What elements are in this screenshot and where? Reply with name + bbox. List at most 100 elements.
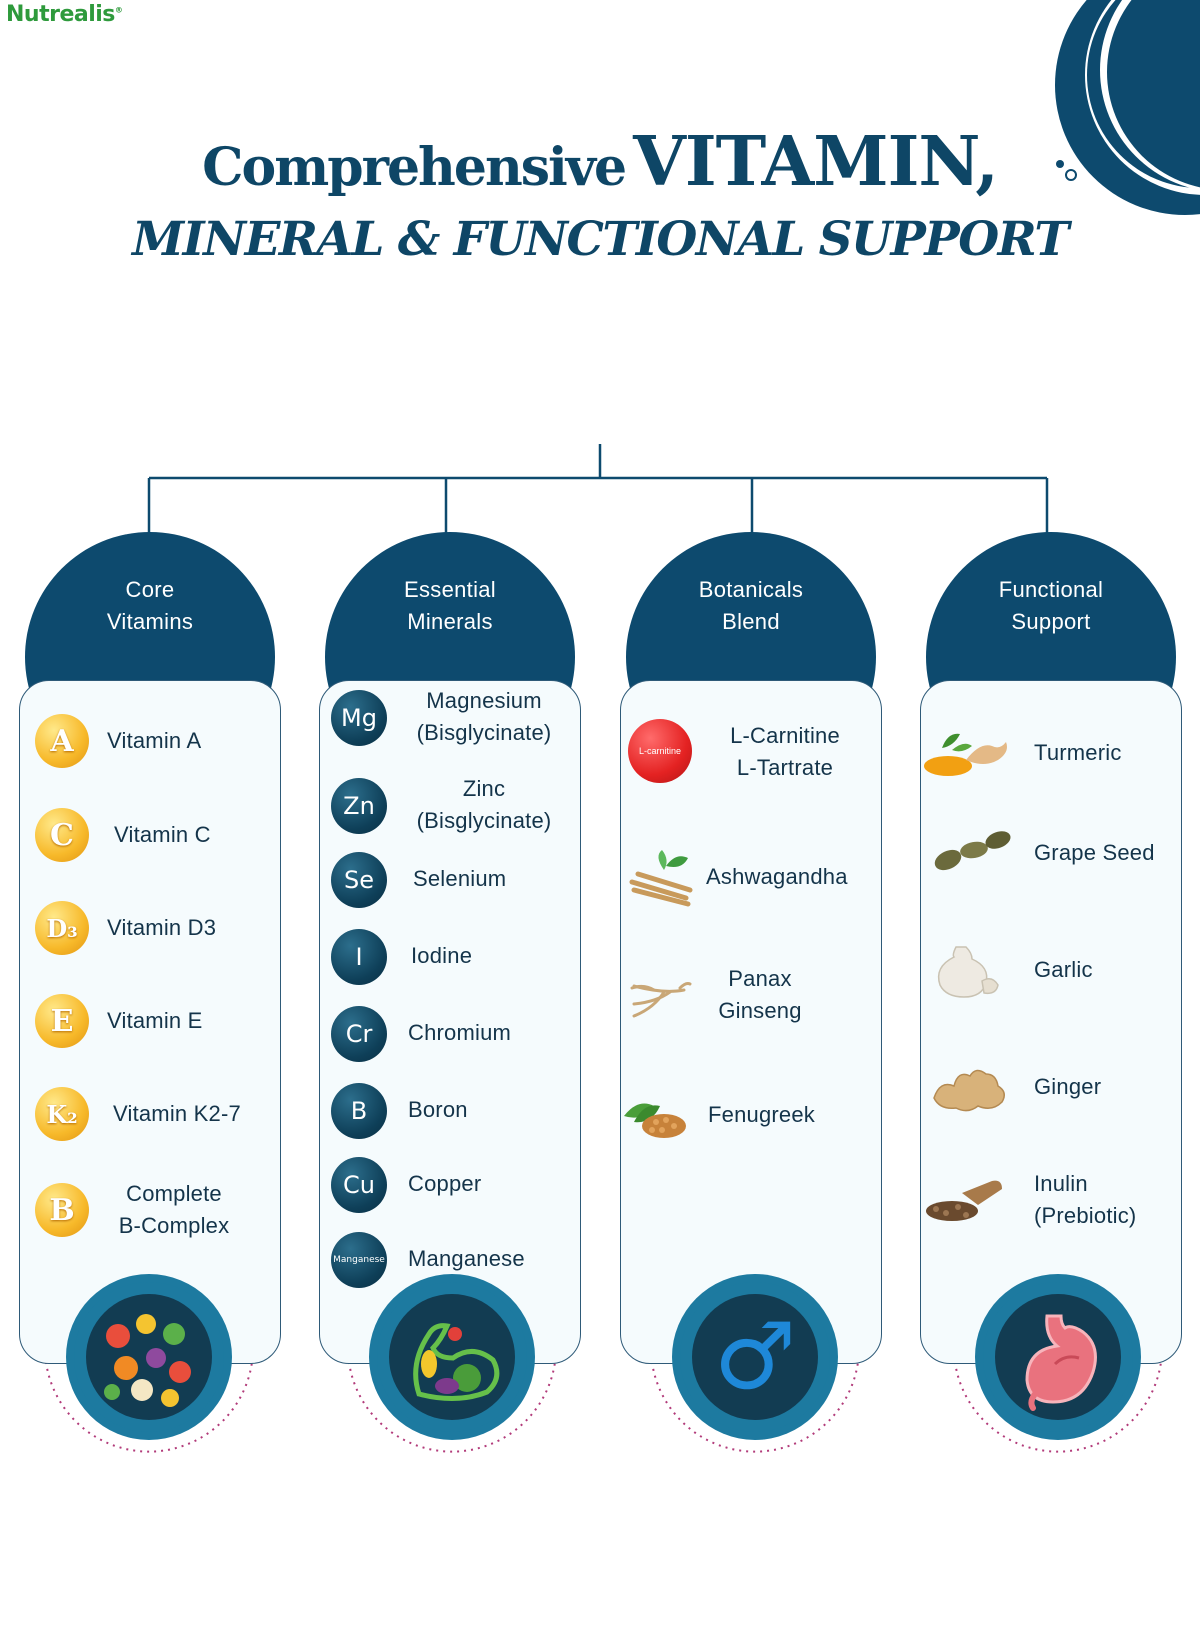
medal-inner	[86, 1294, 212, 1420]
list-item: Zn Zinc (Bisglycinate)	[319, 770, 583, 840]
list-item: Turmeric	[920, 718, 1184, 788]
list-item: Ginger	[920, 1052, 1184, 1122]
magnesium-icon: Mg	[331, 690, 387, 746]
page-subtitle: MINERAL & FUNCTIONAL SUPPORT	[132, 212, 1069, 267]
column-panel	[920, 680, 1182, 1364]
ashwagandha-root-icon	[629, 850, 693, 907]
mixed-foods-icon	[104, 1314, 191, 1407]
column-title-line2: Vitamins	[106, 609, 194, 634]
item-label: Vitamin D3	[107, 915, 217, 940]
iodine-icon: I	[331, 929, 387, 985]
column-title: Core Vitamins	[25, 574, 275, 638]
column-botanicals-blend: Botanicals Blend L-carnitine L-Carnitine…	[620, 532, 884, 1412]
column-title: Functional Support	[926, 574, 1176, 638]
item-label: Zinc (Bisglycinate)	[389, 770, 579, 840]
list-item: B Boron	[319, 1075, 583, 1145]
list-item: I Iodine	[319, 921, 583, 991]
column-title-line1: Functional	[998, 577, 1104, 602]
title-heavy: VITAMIN,	[633, 122, 999, 202]
item-label-line1: Zinc	[462, 776, 506, 801]
grape-seed-icon	[934, 831, 1011, 871]
medal-botanicals-blend: ♂	[680, 1282, 830, 1432]
list-item: Fenugreek	[620, 1080, 884, 1150]
boron-icon: B	[331, 1083, 387, 1139]
column-panel	[620, 680, 882, 1364]
column-title: Essential Minerals	[325, 574, 575, 638]
item-label-line1: Magnesium	[426, 688, 542, 713]
vitamin-a-capsule-icon: A	[35, 714, 89, 768]
b-complex-capsule-icon: B	[35, 1183, 89, 1237]
medal-inner	[995, 1294, 1121, 1420]
list-item: B Complete B-Complex	[19, 1175, 283, 1245]
strong-arm-vegetables-icon	[413, 1323, 500, 1402]
column-title-line1: Core	[125, 577, 175, 602]
zinc-icon: Zn	[331, 778, 387, 834]
item-label: Boron	[408, 1097, 468, 1122]
item-label: Vitamin C	[114, 822, 211, 847]
list-item: Manganese Manganese	[319, 1224, 583, 1294]
l-carnitine-icon: L-carnitine	[628, 719, 692, 783]
vitamin-e-capsule-icon: E	[35, 994, 89, 1048]
item-label-line1: Inulin	[1034, 1171, 1088, 1196]
list-item: C Vitamin C	[19, 800, 283, 870]
item-label-line2: L-Tartrate	[736, 755, 834, 780]
item-label-line2: (Prebiotic)	[1034, 1203, 1137, 1228]
item-label: Manganese	[408, 1246, 525, 1271]
medal-core-vitamins	[74, 1282, 224, 1432]
medal-inner: ♂	[692, 1294, 818, 1420]
item-label: Panax Ginseng	[700, 960, 820, 1030]
column-functional-support: Functional Support Turmeric Grape Seed G…	[920, 532, 1184, 1412]
list-item: E Vitamin E	[19, 986, 283, 1056]
ginseng-root-icon	[630, 982, 692, 1018]
list-item: Garlic	[920, 935, 1184, 1005]
list-item: A Vitamin A	[19, 706, 283, 776]
column-title-line1: Essential	[404, 577, 496, 602]
item-label-line1: Panax	[728, 966, 792, 991]
column-title: Botanicals Blend	[626, 574, 876, 638]
list-item: Inulin (Prebiotic)	[920, 1165, 1184, 1235]
stomach-icon	[1025, 1314, 1097, 1411]
list-item: D₃ Vitamin D3	[19, 893, 283, 963]
item-label: Garlic	[1034, 957, 1093, 982]
vitamin-d3-capsule-icon: D₃	[35, 901, 89, 955]
column-title-line2: Minerals	[407, 609, 493, 634]
vitamin-c-capsule-icon: C	[35, 808, 89, 862]
column-core-vitamins: Core Vitamins A Vitamin A C Vitamin C D₃…	[19, 532, 283, 1412]
medal-functional-support	[983, 1282, 1133, 1432]
item-label: Turmeric	[1034, 740, 1122, 765]
list-item: Mg Magnesium (Bisglycinate)	[319, 682, 583, 752]
item-label: Magnesium (Bisglycinate)	[389, 682, 579, 752]
list-item: Panax Ginseng	[620, 960, 884, 1030]
column-title-line2: Support	[1011, 609, 1091, 634]
column-title-line2: Blend	[722, 609, 780, 634]
item-label: Grape Seed	[1034, 840, 1155, 865]
item-label-line2: Ginseng	[718, 998, 802, 1023]
item-label: Selenium	[413, 866, 507, 891]
item-label: Inulin (Prebiotic)	[1034, 1165, 1200, 1235]
item-label: Vitamin E	[107, 1008, 203, 1033]
item-label: Chromium	[408, 1020, 512, 1045]
brand-mark: ®	[114, 5, 123, 15]
item-label: Complete B-Complex	[99, 1175, 249, 1245]
list-item: Ashwagandha	[620, 842, 884, 912]
garlic-icon	[937, 946, 999, 998]
male-symbol-icon: ♂	[713, 1303, 797, 1410]
list-item: Cr Chromium	[319, 998, 583, 1068]
manganese-icon: Manganese	[331, 1232, 387, 1288]
medal-inner	[389, 1294, 515, 1420]
item-label: Ginger	[1034, 1074, 1102, 1099]
turmeric-icon	[924, 733, 1007, 776]
item-label: Vitamin K2-7	[113, 1101, 241, 1126]
column-essential-minerals: Essential Minerals Mg Magnesium (Bisglyc…	[319, 532, 583, 1412]
item-label: Copper	[408, 1171, 482, 1196]
list-item: L-carnitine L-Carnitine L-Tartrate	[620, 717, 884, 787]
title-light: Comprehensive	[202, 137, 627, 198]
vitamin-k2-capsule-icon: K₂	[35, 1087, 89, 1141]
chromium-icon: Cr	[331, 1006, 387, 1062]
medal-essential-minerals	[377, 1282, 527, 1432]
brand-name: Nutrealis	[6, 2, 115, 27]
item-label-line2: (Bisglycinate)	[416, 720, 552, 745]
list-item: Grape Seed	[920, 818, 1184, 888]
item-label-line1: Complete	[126, 1181, 222, 1206]
